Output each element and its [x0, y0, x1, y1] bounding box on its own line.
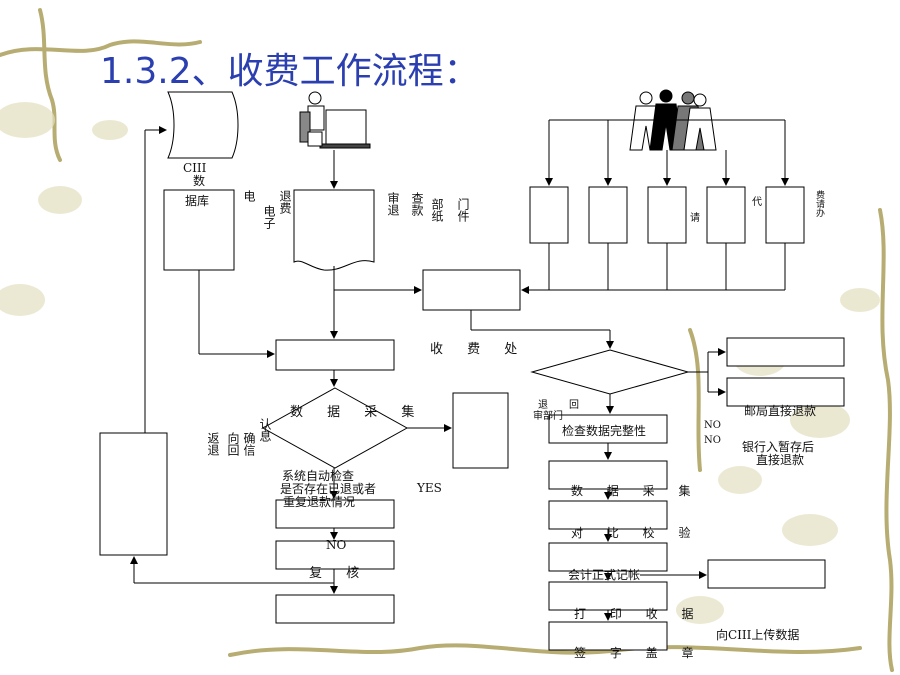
left-vtext-2: 电子 [262, 205, 276, 229]
info-confirm-2: 确信 [242, 432, 256, 456]
print-label: 打 印 收 据 [574, 607, 704, 621]
left-vtext-1: 电 [242, 190, 256, 202]
bank-refund-2: 直接退款 [756, 453, 805, 467]
bank-box [726, 377, 845, 407]
sign-label: 签 字 盖 章 [574, 646, 704, 660]
database-box [163, 189, 235, 271]
decorative-vine [0, 8, 894, 672]
dept-text-1: 代 [752, 197, 762, 208]
no-label-1: NO [704, 420, 721, 431]
compare-box [548, 500, 668, 530]
db-label-top: CIII [183, 161, 207, 175]
print-box [548, 581, 668, 611]
accounting-label: 会计正式记帐 [568, 568, 641, 582]
check-complete-label: 检查数据完整性 [562, 424, 647, 438]
merge-box [275, 339, 395, 371]
no-label: NO [326, 538, 347, 552]
left-tall-box [99, 432, 168, 556]
check-complete-box [548, 414, 668, 444]
post-box [726, 337, 845, 367]
return-dept-1: 退 [538, 400, 548, 411]
left-vtext-3: 退费 [278, 190, 292, 214]
branch-diamond [530, 349, 690, 395]
return-dept-3: 审部门 [533, 411, 563, 422]
system-check-3: 重复退款情况 [283, 495, 356, 509]
right-vtext-4: 审退 [386, 192, 400, 216]
right-vtext-3: 查款 [410, 192, 424, 216]
upload-box [707, 559, 826, 589]
post-refund-label: 邮局直接退款 [744, 404, 817, 418]
system-check-2: 是否存在已退或者 [280, 482, 377, 496]
review-label: 复 核 [309, 566, 370, 581]
accounting-box [548, 542, 668, 572]
info-confirm-1: 认息 [258, 418, 272, 442]
info-return-2: 返退 [206, 432, 220, 456]
db-label-mid: 数 [193, 174, 206, 188]
sign-box [548, 621, 668, 651]
dept-text-2: 请 [690, 213, 700, 224]
dept-box-4 [706, 186, 746, 244]
no-box [275, 540, 395, 570]
db-label-bottom: 据库 [185, 194, 210, 208]
data-collect-label: 数 据 采 集 [290, 405, 425, 420]
database-shape [167, 91, 239, 159]
info-return-1: 向回 [226, 432, 240, 456]
review-result-box [275, 594, 395, 624]
slide-title: 1.3.2、收费工作流程： [100, 51, 480, 92]
data-collect-diamond [261, 387, 409, 469]
dept-box-5 [765, 186, 805, 244]
system-check-box [275, 499, 395, 529]
dept-box-2 [588, 186, 628, 244]
no-label-2: NO [704, 435, 721, 446]
dept-box-3 [647, 186, 687, 244]
side-box [452, 392, 509, 469]
collect-label: 数 据 采 集 [571, 484, 701, 498]
right-vtext-1: 门件 [456, 198, 470, 222]
compare-label: 对 比 校 验 [571, 526, 701, 540]
person-at-computer-icon [299, 91, 371, 149]
system-check-1: 系统自动检查 [282, 469, 355, 483]
yes-label: YES [417, 481, 442, 495]
document-shape [293, 189, 375, 271]
upload-label: 向CIII上传数据 [716, 628, 800, 642]
fee-office-box [422, 269, 521, 311]
connectors [130, 119, 789, 621]
collect-box [548, 460, 668, 490]
return-dept-2: 回 [569, 400, 579, 411]
dept-text-3: 费请办 [814, 190, 824, 217]
dept-box-1 [529, 186, 569, 244]
people-group-icon [629, 89, 717, 151]
bank-refund-1: 银行入暂存后 [742, 440, 815, 454]
fee-office-label: 收 费 处 [430, 342, 528, 357]
right-vtext-2: 部纸 [430, 198, 444, 222]
